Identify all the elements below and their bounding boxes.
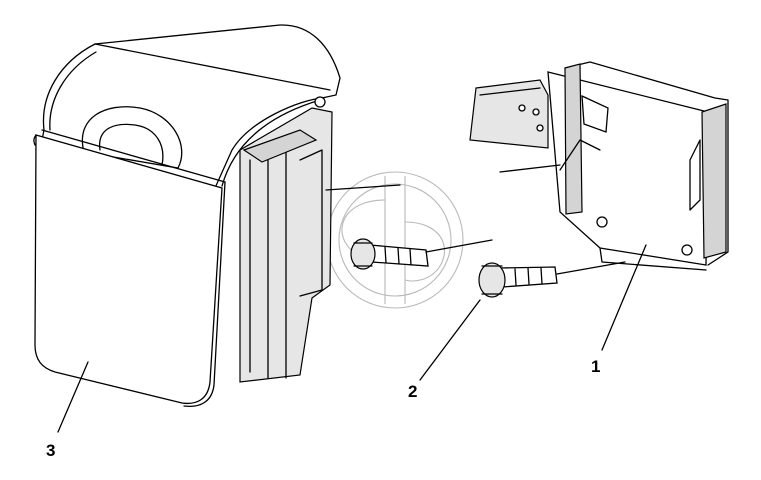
callout-1: 1	[591, 357, 600, 376]
leader-lines	[57, 244, 647, 433]
callout-3: 3	[46, 441, 55, 460]
bracket-part	[469, 61, 729, 271]
watermark-logo	[326, 171, 464, 309]
cover-part	[33, 24, 341, 408]
bolt-part	[350, 238, 558, 298]
assembly-lines	[325, 164, 626, 275]
callout-2: 2	[408, 382, 417, 401]
